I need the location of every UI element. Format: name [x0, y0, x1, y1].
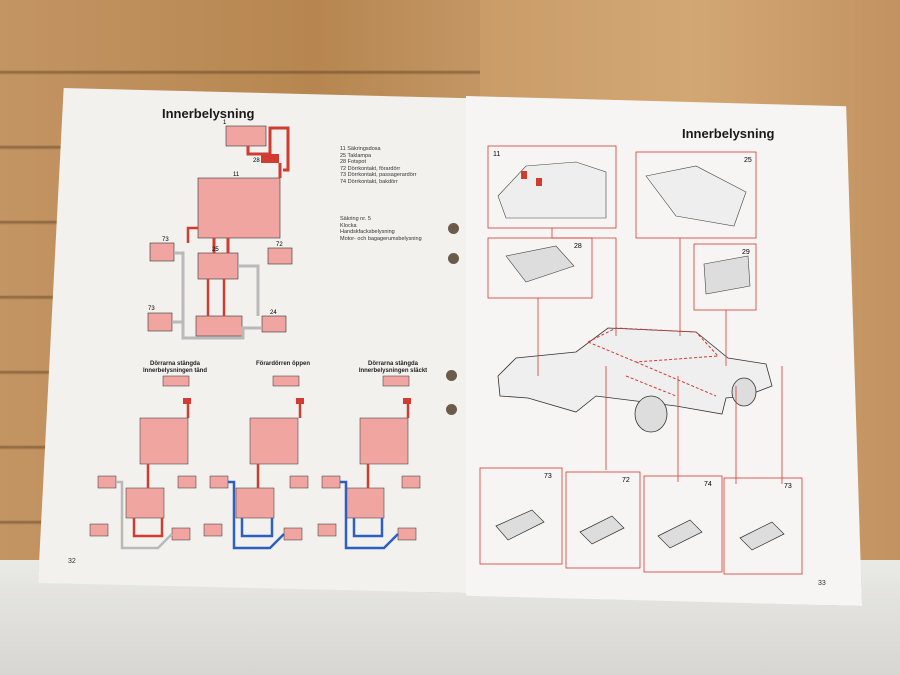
car-wheel: [634, 395, 668, 433]
box-number: 11: [493, 151, 500, 158]
fuse-note-line: Motor- och bagagerumsbelysning: [340, 235, 422, 242]
wiring-route: [625, 361, 717, 397]
box-switch-74: [643, 475, 723, 573]
binder-hole: [448, 223, 459, 234]
right-page-title: Innerbelysning: [682, 126, 775, 141]
leader-line: [551, 228, 617, 336]
legend-item: 25 Taklampa: [340, 152, 372, 159]
scenario-2-diagram: [203, 375, 309, 550]
legend-item: 11 Säkringsdosa: [340, 146, 381, 152]
binder-hole: [448, 253, 459, 264]
door-switch-sketch: [495, 509, 545, 541]
foot-spot-sketch: [505, 245, 575, 283]
component-1: [225, 125, 267, 147]
open-manual: Innerbelysning 11 Säkringsdosa 25 Taklam…: [38, 88, 862, 608]
door-switch-sketch: [579, 515, 625, 545]
scenario-1-diagram: [89, 375, 197, 550]
scenario-label: Dörrarna stängda Innerbelysningen tänd: [142, 361, 207, 374]
switch-sketch: [703, 255, 751, 295]
component-72: [195, 315, 243, 337]
car-wheel: [731, 377, 757, 407]
box-number: 73: [544, 473, 552, 480]
wire-red: [186, 226, 198, 243]
box-29: [693, 243, 757, 311]
legend: 11 Säkringsdosa 25 Taklampa 28 Fotspot 7…: [340, 146, 416, 185]
diagram-number: 73: [162, 237, 169, 243]
box-number: 72: [622, 477, 630, 484]
car-sketch: [497, 327, 773, 415]
wire-grey: [174, 251, 262, 340]
box-number: 29: [742, 249, 750, 256]
legend-item: 72 Dörrkontakt, förardörr: [340, 165, 401, 172]
legend-item: 73 Dörrkontakt, passagerardörr: [340, 172, 417, 178]
door-switch-sketch: [739, 521, 785, 551]
box-foot-spot: [487, 237, 593, 299]
wire-red: [246, 126, 290, 172]
component-28: [261, 154, 279, 163]
box-number: 74: [704, 481, 712, 488]
left-page: Innerbelysning 11 Säkringsdosa 25 Taklam…: [38, 88, 466, 593]
component-location-diagram: 11 25 28 29 73 72 74 73: [479, 145, 803, 575]
box-switch-72: [565, 471, 641, 569]
right-page: Innerbelysning: [466, 96, 862, 606]
box-number: 28: [574, 243, 582, 250]
scenario-label: Förardörren öppen: [255, 361, 310, 367]
left-page-number: 32: [68, 558, 76, 565]
main-wiring-diagram: 1 28 11 25 73 73 72 24: [147, 120, 293, 340]
wire-red: [212, 238, 230, 253]
binder-hole: [446, 370, 457, 381]
legend-item: 74 Dörrkontakt, bakdörr: [340, 178, 398, 185]
fuse-note-line: Säkring nr. 5: [340, 216, 371, 222]
fuse-box-sketch: [497, 161, 607, 219]
wire-grey: [238, 264, 260, 316]
door-switch-sketch: [657, 519, 703, 549]
switch-24: [261, 315, 287, 333]
box-switch-73-right: [723, 477, 803, 575]
box-number: 73: [784, 483, 792, 490]
wiring-route: [586, 327, 720, 363]
wire-red: [206, 279, 226, 316]
left-page-title: Innerbelysning: [162, 106, 255, 121]
diagram-number: 25: [212, 247, 219, 253]
box-ceiling-lamp: [635, 151, 757, 239]
ceiling-lamp-sketch: [645, 165, 747, 227]
binder-hole: [446, 404, 457, 415]
diagram-number: 24: [270, 310, 277, 316]
right-page-number: 33: [818, 580, 826, 587]
fuse-note-line: Klocka: [340, 222, 357, 229]
fuse-note: Säkring nr. 5 Klocka Handskfacksbelysnin…: [340, 216, 422, 242]
scenario-diagrams: [89, 375, 421, 550]
box-number: 25: [744, 157, 752, 164]
diagram-number: 11: [233, 172, 240, 178]
diagram-number: 72: [276, 242, 283, 248]
scenario-3-diagram: [317, 375, 421, 550]
fuse-box-11: [197, 177, 281, 239]
diagram-number: 1: [223, 120, 227, 126]
switch-73-right: [267, 247, 293, 265]
box-switch-73-left: [479, 467, 563, 565]
diagram-number: 73: [148, 306, 155, 312]
leader-line: [605, 366, 783, 484]
scenario-label: Dörrarna stängda Innerbelysningen släckt: [358, 361, 428, 374]
fuse-note-line: Handskfacksbelysning: [340, 229, 395, 235]
ceiling-lamp-25: [197, 252, 239, 280]
legend-item: 28 Fotspot: [340, 159, 366, 165]
diagram-number: 28: [253, 158, 260, 164]
